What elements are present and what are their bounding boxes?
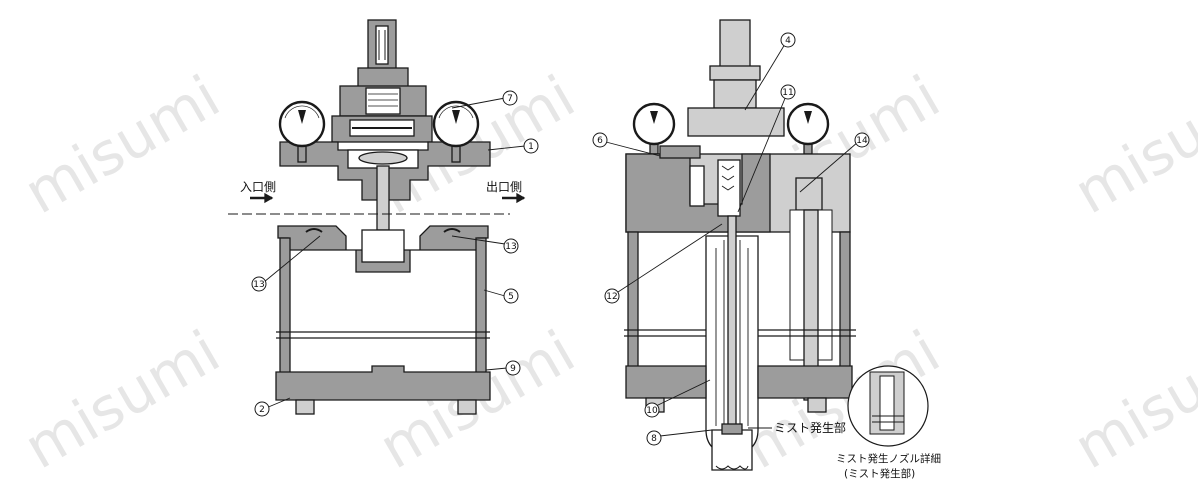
outlet-label: 出口側	[486, 180, 522, 194]
left-callout-numbers: 7 1 13 13 5 9 2	[253, 94, 534, 415]
watermark-text: misumi	[1063, 62, 1198, 227]
bowl-bottom-right	[757, 365, 853, 399]
mist-section-label: ミスト発生部	[774, 420, 846, 435]
left-callouts	[251, 90, 539, 417]
callout-12	[604, 288, 620, 304]
left-gauge	[632, 102, 676, 155]
break-line	[276, 331, 490, 339]
bonnet-upper	[357, 67, 409, 89]
callout-number: 6	[597, 136, 603, 146]
callout-number: 4	[785, 36, 791, 46]
right-mist-generator-drawing	[605, 19, 929, 471]
callout-2	[254, 401, 270, 417]
valve-stem	[376, 165, 390, 231]
foot-bolt	[807, 397, 827, 413]
inlet-label: 入口側	[240, 180, 276, 194]
outlet-pressure-gauge	[432, 100, 480, 163]
callout-14	[854, 132, 870, 148]
callout-number: 12	[606, 292, 617, 302]
right-callout-numbers: 4 11 14 6 12 10 8	[597, 36, 868, 444]
nozzle-detail-label: ミスト発生ノズル詳細	[836, 452, 941, 465]
foot-bolt	[295, 399, 315, 415]
shaft-collar	[713, 79, 757, 109]
callout-7	[502, 90, 518, 106]
bowl-bottom	[275, 365, 491, 401]
right-callouts	[592, 32, 870, 446]
upper-cap	[687, 107, 785, 137]
right-gauge	[786, 102, 830, 155]
callout-13	[503, 238, 519, 254]
watermark-text: misumi	[1063, 317, 1198, 482]
watermark-layer: misumi misumi misumi misumi misumi misum…	[13, 62, 1198, 482]
nozzle-rod	[727, 215, 737, 427]
knob-bore	[375, 25, 389, 65]
tie-rod-nut	[795, 177, 823, 211]
callout-1	[523, 138, 539, 154]
bowl-wall-left	[279, 237, 291, 375]
callout-number: 7	[507, 94, 513, 104]
foot-bolt	[457, 399, 477, 415]
bowl-wall-right	[839, 231, 851, 369]
center-cup	[361, 229, 405, 263]
top-shaft	[719, 19, 751, 73]
callout-8	[646, 430, 662, 446]
watermark-text: misumi	[13, 317, 231, 482]
nozzle-detail-sublabel: (ミスト発生部)	[844, 467, 915, 480]
bowl-wall-left	[627, 231, 639, 369]
callout-9	[505, 360, 521, 376]
callout-number: 8	[651, 434, 657, 444]
callout-11	[780, 84, 796, 100]
callout-number: 2	[259, 405, 265, 415]
center-passage	[717, 159, 741, 217]
callout-4	[780, 32, 796, 48]
callout-number: 10	[646, 406, 658, 416]
callout-13	[251, 276, 267, 292]
callout-number: 1	[528, 142, 534, 152]
callout-number: 5	[508, 292, 514, 302]
left-regulator-drawing	[228, 19, 526, 415]
watermark-text: misumi	[13, 62, 231, 227]
callout-number: 11	[782, 88, 793, 98]
callout-number: 14	[856, 136, 868, 146]
bowl-bottom-left	[625, 365, 707, 399]
callout-number: 13	[505, 242, 516, 252]
callout-10	[644, 402, 660, 418]
callout-6	[592, 132, 608, 148]
callout-number: 13	[253, 280, 264, 290]
mist-cup	[711, 429, 753, 471]
callout-number: 9	[510, 364, 516, 374]
inlet-pressure-gauge	[278, 100, 326, 163]
spring-chamber	[365, 87, 401, 115]
callout-5	[503, 288, 519, 304]
bowl-wall-right	[475, 237, 487, 375]
